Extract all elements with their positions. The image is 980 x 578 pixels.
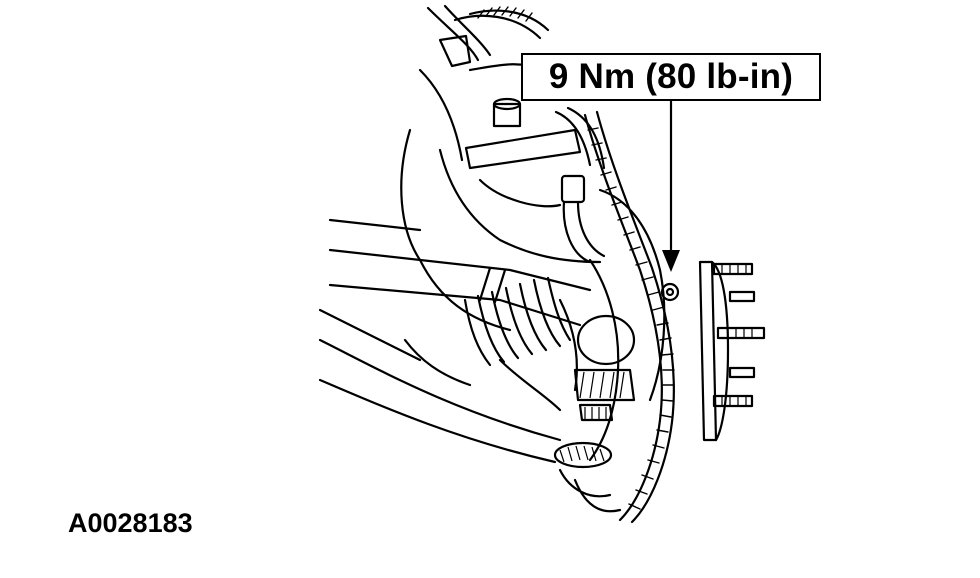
upper-frame-and-brake-line [418,4,550,162]
figure-id: A0028183 [68,508,193,538]
wheel-hub [698,260,766,442]
upper-bolt [464,97,606,170]
callout-arrow [662,99,680,272]
tie-rod [328,218,592,327]
wheel-studs [712,262,766,408]
torque-callout: 9 Nm (80 lb-in) [521,53,821,101]
torque-label: 9 Nm (80 lb-in) [548,57,794,96]
abs-sensor-wire [583,110,675,524]
cv-boot [463,276,572,367]
lower-control-arm [318,308,562,464]
sensor-bolt [660,282,680,302]
ball-joint [553,314,636,513]
brake-line-fitting [560,174,606,264]
